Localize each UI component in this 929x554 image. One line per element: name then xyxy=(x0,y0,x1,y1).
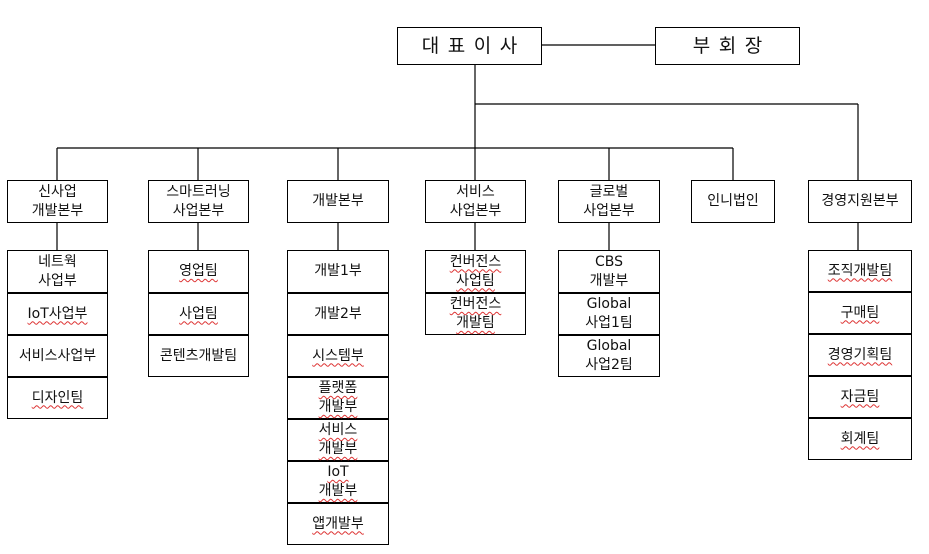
unit-label: 구매팀 xyxy=(840,304,880,321)
unit-convergence-dev: 컨버전스 개발팀 xyxy=(425,293,526,335)
unit-purchasing-team: 구매팀 xyxy=(808,292,912,334)
division-indonesia-corp: 인니법인 xyxy=(691,180,775,223)
unit-service-dev: 서비스 개발부 xyxy=(287,419,389,461)
unit-planning-team: 경영기획팀 xyxy=(808,334,912,376)
unit-label: 조직개발팀 xyxy=(827,262,893,279)
division-service-business: 서비스 사업본부 xyxy=(425,180,526,223)
unit-convergence-business: 컨버전스 사업팀 xyxy=(425,250,526,293)
unit-label: 자금팀 xyxy=(840,388,880,405)
unit-content-dev-team: 콘텐츠개발팀 xyxy=(148,335,249,377)
division-smart-learning: 스마트러닝 사업본부 xyxy=(148,180,249,223)
unit-label: 컨버전스 사업팀 xyxy=(449,253,502,289)
unit-label: 영업팀 xyxy=(179,263,218,279)
unit-finance-team: 자금팀 xyxy=(808,376,912,418)
unit-app-dev: 앱개발부 xyxy=(287,503,389,545)
unit-label: IoT 개발부 xyxy=(318,464,358,499)
unit-iot-dev: IoT 개발부 xyxy=(287,461,389,503)
unit-label: 디자인팀 xyxy=(31,389,84,406)
vice-chairman-box: 부회장 xyxy=(655,27,800,65)
unit-global-business-1: Global 사업1팀 xyxy=(558,293,660,335)
unit-cbs-dev: CBS 개발부 xyxy=(558,250,660,293)
unit-label: 앱개발부 xyxy=(312,515,364,532)
unit-label: 서비스 개발부 xyxy=(318,422,358,457)
unit-business-team: 사업팀 xyxy=(148,293,249,335)
division-development: 개발본부 xyxy=(287,180,389,223)
unit-sales-team: 영업팀 xyxy=(148,250,249,293)
division-new-business-dev: 신사업 개발본부 xyxy=(7,180,108,223)
unit-label: 사업팀 xyxy=(179,305,218,322)
unit-label: IoT사업부 xyxy=(27,305,88,322)
unit-design-team: 디자인팀 xyxy=(7,377,108,419)
unit-label: 경영기획팀 xyxy=(827,346,893,363)
unit-iot-business: IoT사업부 xyxy=(7,293,108,335)
unit-global-business-2: Global 사업2팀 xyxy=(558,335,660,377)
unit-accounting-team: 회계팀 xyxy=(808,418,912,460)
unit-label: 회계팀 xyxy=(840,430,880,447)
unit-service-business: 서비스사업부 xyxy=(7,335,108,377)
unit-label: 시스템부 xyxy=(312,347,364,364)
unit-dev-1: 개발1부 xyxy=(287,250,389,293)
unit-network-business: 네트웍 사업부 xyxy=(7,250,108,293)
unit-label: 컨버전스 개발팀 xyxy=(449,296,502,331)
division-global-business: 글로벌 사업본부 xyxy=(558,180,660,223)
unit-label: 플랫폼 개발부 xyxy=(318,380,358,415)
unit-org-dev-team: 조직개발팀 xyxy=(808,250,912,292)
division-management-support: 경영지원본부 xyxy=(808,180,912,223)
unit-dev-2: 개발2부 xyxy=(287,293,389,335)
unit-platform-dev: 플랫폼 개발부 xyxy=(287,377,389,419)
unit-system: 시스템부 xyxy=(287,335,389,377)
ceo-box: 대표이사 xyxy=(397,27,542,65)
